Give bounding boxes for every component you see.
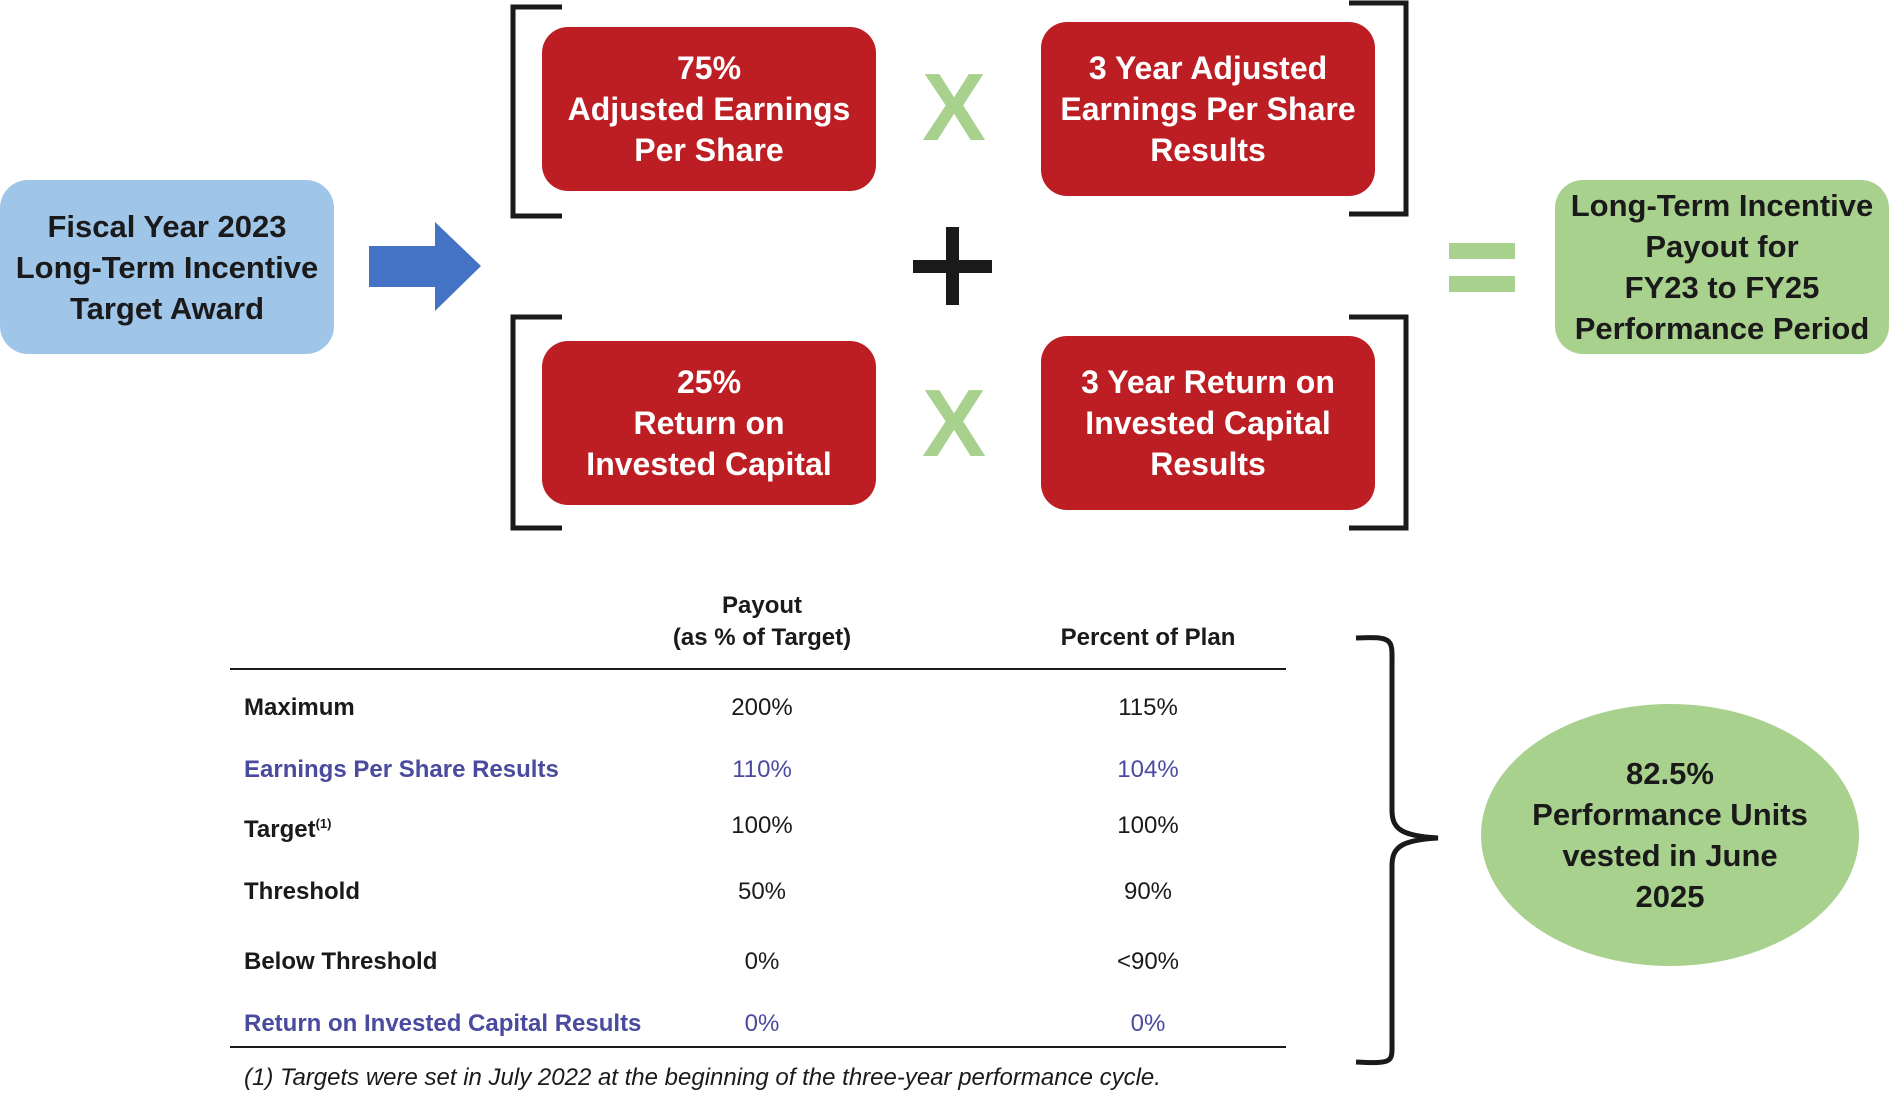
- table-row-roic-results: Return on Invested Capital Results 0% 0%: [230, 984, 1286, 1044]
- bracket-top-right: [1349, 0, 1409, 217]
- eps-result-text: 3 Year Adjusted Earnings Per Share Resul…: [1060, 49, 1356, 168]
- table-footnote: (1) Targets were set in July 2022 at the…: [244, 1064, 1161, 1091]
- result-box: Long-Term Incentive Payout for FY23 to F…: [1555, 180, 1889, 354]
- eps-weight-text: 75% Adjusted Earnings Per Share: [567, 49, 851, 168]
- roic-result-box: 3 Year Return on Invested Capital Result…: [1041, 336, 1375, 510]
- roic-weight-text: 25% Return on Invested Capital: [586, 363, 832, 482]
- arrow-right-icon: [369, 222, 481, 311]
- row-label-wrap: Target(1): [244, 816, 331, 844]
- table-row-eps-results: Earnings Per Share Results 110% 104%: [230, 732, 1286, 792]
- curly-brace: [1355, 635, 1439, 1066]
- table-bottom-rule: [230, 1046, 1286, 1048]
- multiply-sign-top: X: [921, 54, 987, 161]
- table-row-maximum: Maximum 200% 115%: [230, 670, 1286, 732]
- row-label: Return on Invested Capital Results: [244, 1010, 642, 1037]
- row-payout: 200%: [731, 694, 793, 721]
- table-row-threshold: Threshold 50% 90%: [230, 854, 1286, 918]
- result-box-text: Long-Term Incentive Payout for FY23 to F…: [1570, 188, 1874, 346]
- row-plan: 100%: [1117, 812, 1179, 839]
- outcome-text: 82.5% Performance Units vested in June 2…: [1532, 756, 1808, 914]
- row-plan: 0%: [1130, 1010, 1166, 1037]
- bracket-bottom-right: [1349, 314, 1409, 531]
- table-header: Payout (as % of Target) Percent of Plan: [230, 588, 1286, 670]
- bracket-bottom-left: [510, 314, 562, 531]
- start-box: Fiscal Year 2023 Long-Term Incentive Tar…: [0, 180, 334, 354]
- roic-weight-box: 25% Return on Invested Capital: [542, 341, 876, 505]
- roic-result-text: 3 Year Return on Invested Capital Result…: [1081, 363, 1335, 482]
- equals-sign-bottom: [1449, 276, 1515, 292]
- row-payout: 0%: [744, 1010, 780, 1037]
- row-plan: 104%: [1117, 756, 1179, 783]
- row-payout: 100%: [731, 812, 793, 839]
- eps-weight-box: 75% Adjusted Earnings Per Share: [542, 27, 876, 191]
- row-payout: 50%: [737, 878, 787, 905]
- eps-result-box: 3 Year Adjusted Earnings Per Share Resul…: [1041, 22, 1375, 196]
- plus-sign-horizontal: [913, 260, 992, 273]
- footnote-marker: (1): [315, 816, 332, 831]
- row-label: Earnings Per Share Results: [244, 756, 559, 783]
- header-percent-of-plan: Percent of Plan: [1060, 624, 1236, 651]
- row-payout: 0%: [744, 948, 780, 975]
- row-label: Below Threshold: [244, 948, 438, 975]
- row-plan: <90%: [1116, 948, 1180, 975]
- equals-sign-top: [1449, 243, 1515, 259]
- payout-table: Payout (as % of Target) Percent of Plan …: [230, 588, 1286, 1044]
- row-plan: 90%: [1123, 878, 1173, 905]
- row-payout: 110%: [732, 756, 792, 783]
- row-label: Threshold: [244, 878, 361, 905]
- table-row-target: Target(1) 100% 100%: [230, 792, 1286, 854]
- row-plan: 115%: [1118, 694, 1178, 721]
- bracket-top-left: [510, 4, 562, 219]
- start-box-text: Fiscal Year 2023 Long-Term Incentive Tar…: [15, 208, 319, 326]
- table-row-below-threshold: Below Threshold 0% <90%: [230, 918, 1286, 984]
- header-payout: Payout (as % of Target): [672, 592, 852, 651]
- row-label: Target: [244, 816, 316, 843]
- row-label: Maximum: [244, 694, 355, 721]
- outcome-ellipse: 82.5% Performance Units vested in June 2…: [1481, 704, 1859, 966]
- multiply-sign-bottom: X: [921, 370, 987, 477]
